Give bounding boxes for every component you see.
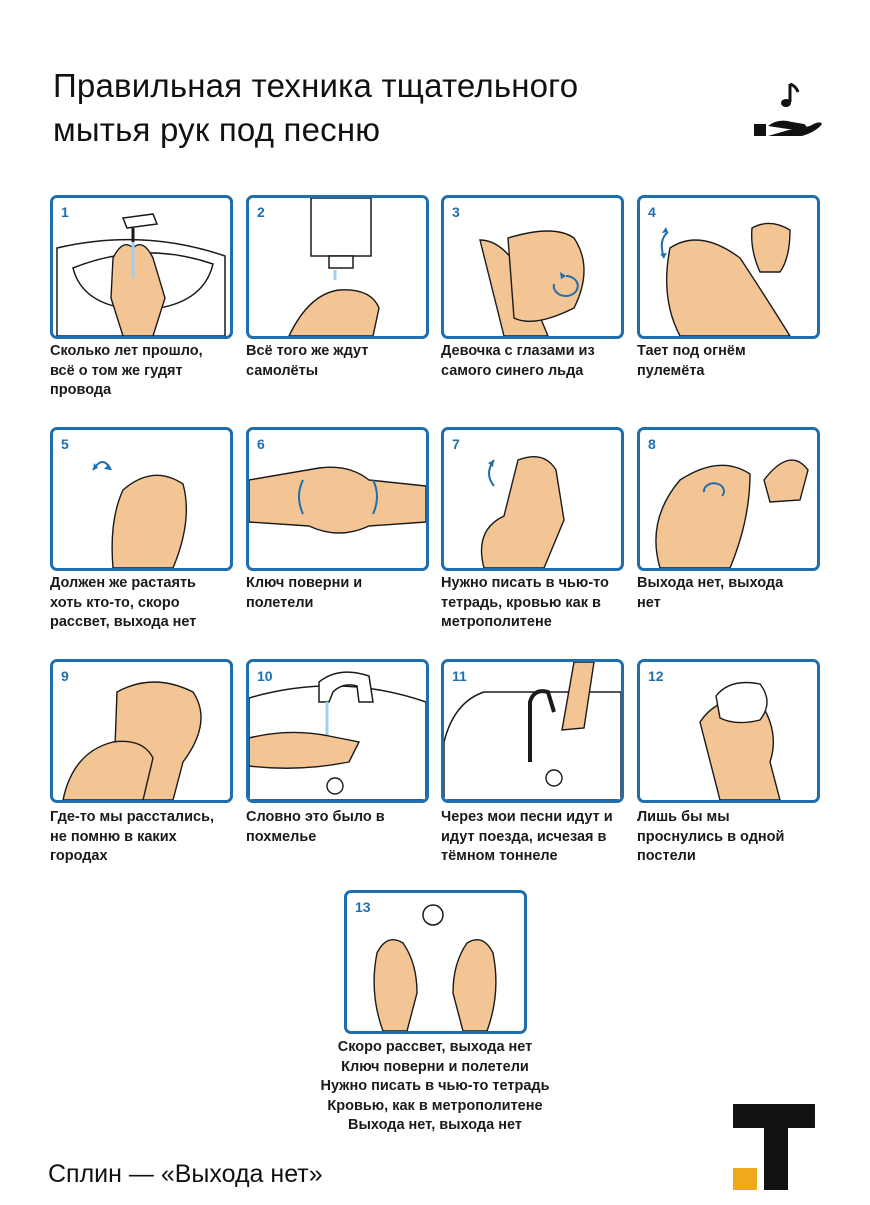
step-caption-6: Ключ поверни и полетели [246, 575, 363, 611]
step-caption-12: Лишь бы мы проснулись в одной постели [637, 809, 785, 864]
step-card-3: 3 [441, 195, 624, 339]
hands-under-tap-illustration [56, 213, 226, 336]
palm-rubbing-illustration [479, 230, 585, 336]
step-card-5: 5 [50, 427, 233, 571]
step-card-7: 7 [441, 427, 624, 571]
step-caption-1: Сколько лет прошло, всё о том же гудят п… [50, 343, 203, 398]
step-number: 8 [648, 436, 656, 452]
step-number: 3 [452, 204, 460, 220]
close-tap-illustration [444, 662, 621, 800]
step-card-8: 8 [637, 427, 820, 571]
interlaced-fingers-illustration [92, 461, 187, 568]
step-caption-3: Девочка с глазами из самого синего льда [441, 343, 595, 379]
step-number: 5 [61, 436, 69, 452]
title-line-2: мытья рук под песню [53, 111, 381, 148]
step-card-9: 9 [50, 659, 233, 803]
step-card-2: 2 [246, 195, 429, 339]
step-caption-10: Словно это было в похмелье [246, 809, 385, 845]
rinse-hands-illustration [249, 671, 426, 800]
step-card-10: 10 [246, 659, 429, 803]
song-credit: Сплин — «Выхода нет» [48, 1160, 323, 1188]
step-caption-2: Всё того же ждут самолёты [246, 343, 369, 379]
step-number: 10 [257, 668, 273, 684]
wrist-rubbing-illustration [62, 681, 202, 800]
soap-dispenser-illustration [288, 198, 380, 336]
step-number: 2 [257, 204, 265, 220]
step-card-6: 6 [246, 427, 429, 571]
clean-hands-illustration [373, 904, 497, 1031]
step-caption-5: Должен же растаять хоть кто-то, скоро ра… [50, 575, 197, 630]
step-card-1: 1 [50, 195, 233, 339]
locked-fingers-illustration [249, 466, 426, 534]
step-number: 1 [61, 204, 69, 220]
step-caption-7: Нужно писать в чью-то тетрадь, кровью ка… [441, 575, 609, 630]
step-card-13: 13 [344, 890, 527, 1034]
step-number: 11 [452, 668, 467, 684]
step-card-4: 4 [637, 195, 820, 339]
step-number: 9 [61, 668, 69, 684]
step-number: 13 [355, 899, 371, 915]
thumb-rotation-illustration [480, 456, 565, 568]
step-number: 6 [257, 436, 265, 452]
step-number: 12 [648, 668, 664, 684]
step-card-11: 11 [441, 659, 624, 803]
title-line-1: Правильная техника тщательного [53, 67, 579, 104]
brand-t-logo [733, 1104, 815, 1190]
step-caption-8: Выхода нет, выхода нет [637, 575, 784, 611]
step-number: 4 [648, 204, 656, 220]
page-title: Правильная техника тщательного мытья рук… [53, 64, 713, 152]
step-caption-4: Тает под огнём пулемёта [637, 343, 746, 379]
dry-hands-towel-illustration [699, 681, 781, 800]
step-card-12: 12 [637, 659, 820, 803]
hand-music-note-icon [754, 82, 822, 136]
step-number: 7 [452, 436, 460, 452]
step-caption-11: Через мои песни идут и идут поезда, исче… [441, 809, 613, 864]
back-of-hands-illustration [660, 222, 791, 336]
step-caption-9: Где-то мы расстались, не помню в каких г… [50, 809, 215, 864]
fingertips-on-palm-illustration [655, 459, 809, 568]
final-lyrics: Скоро рассвет, выхода нет Ключ поверни и… [320, 1039, 550, 1133]
